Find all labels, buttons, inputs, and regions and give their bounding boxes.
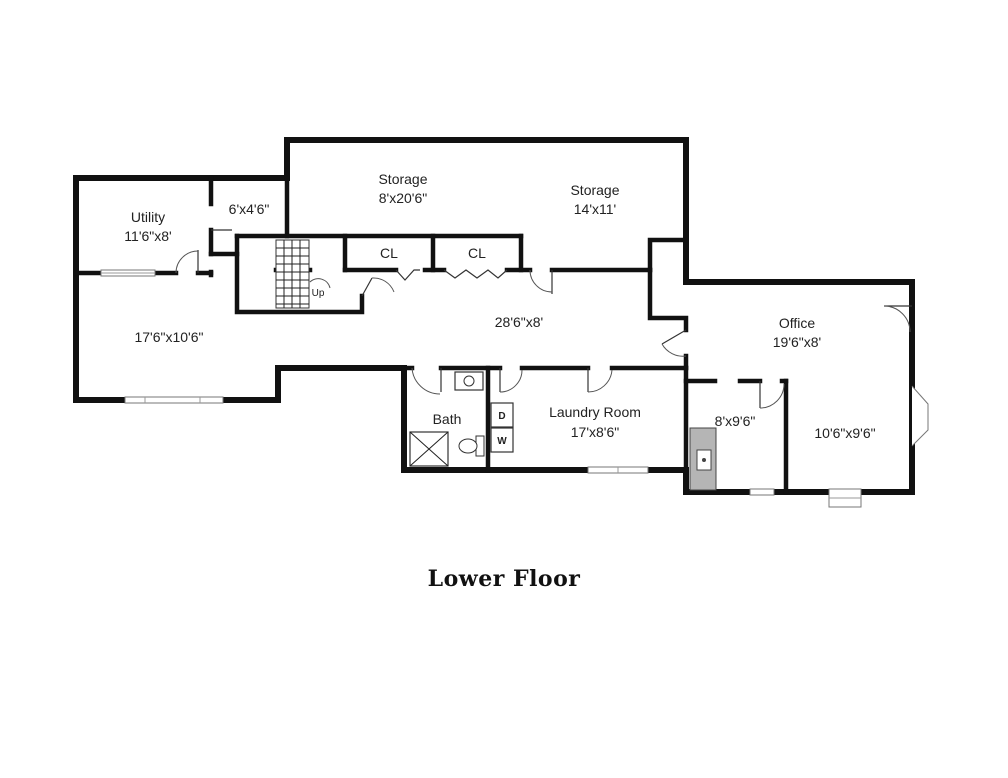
floor-title: Lower Floor <box>427 566 581 592</box>
washer-label: W <box>497 436 507 447</box>
windows <box>100 269 929 508</box>
laundry-dims: 17'x8'6" <box>571 424 619 440</box>
office-name: Office <box>779 315 816 331</box>
small-room-dims: 6'x4'6" <box>229 201 270 217</box>
hall-dims: 28'6"x8' <box>495 314 543 330</box>
counter-sink <box>689 427 717 491</box>
laundry-appliances: D W <box>490 402 514 453</box>
interior-walls <box>73 175 789 495</box>
closet-1-label: CL <box>380 245 398 261</box>
storage-left-dims: 8'x20'6" <box>379 190 427 206</box>
storage-right-dims: 14'x11' <box>574 201 616 217</box>
utility-dims: 11'6"x8' <box>124 228 171 244</box>
doors <box>175 229 912 409</box>
bath-fixtures <box>409 371 485 467</box>
storage-right-name: Storage <box>570 182 619 198</box>
office-dims: 19'6"x8' <box>773 334 821 350</box>
storage-left-name: Storage <box>378 171 427 187</box>
laundry-name: Laundry Room <box>549 404 641 420</box>
stairs-up-label: Up <box>312 288 325 299</box>
staircase <box>275 239 310 309</box>
utility-name: Utility <box>131 209 165 225</box>
bath-name: Bath <box>433 411 462 427</box>
bedroom-large-dims: 10'6"x9'6" <box>814 425 875 441</box>
dryer-label: D <box>498 411 505 422</box>
family-room-dims: 17'6"x10'6" <box>134 329 203 345</box>
bedroom-small-dims: 8'x9'6" <box>715 413 756 429</box>
exterior-wall-left-section <box>73 137 915 495</box>
room-labels: Storage 8'x20'6" Storage 14'x11' Utility… <box>124 171 875 441</box>
closet-2-label: CL <box>468 245 486 261</box>
